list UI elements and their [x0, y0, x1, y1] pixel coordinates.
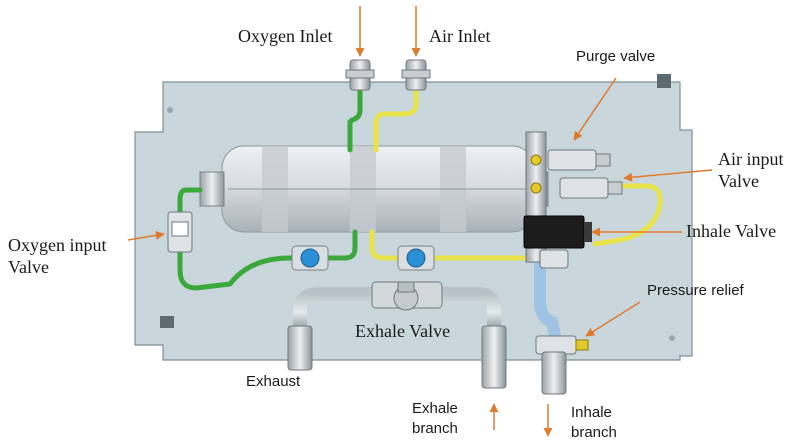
oxygen-inlet-fitting — [345, 59, 375, 91]
oxygen-line — [177, 85, 363, 291]
label-air-input-valve-line1: Air input — [718, 149, 784, 169]
label-inhale-valve: Inhale Valve — [686, 221, 777, 241]
exhaust-connector — [287, 325, 313, 371]
label-air-inlet: Air Inlet — [429, 26, 491, 46]
inhale-hose — [534, 256, 562, 346]
purge-valve-body — [547, 149, 611, 171]
label-exhale-branch-line2: branch — [412, 420, 458, 437]
arrow-pressure-relief — [585, 301, 641, 337]
check-fitting — [539, 249, 569, 269]
label-inhale-branch-line2: branch — [571, 424, 617, 441]
flow-sensor-oxygen — [291, 245, 329, 271]
label-exhale-valve: Exhale Valve — [355, 321, 451, 341]
panel-bracket-left — [160, 316, 174, 328]
label-exhaust: Exhaust — [246, 373, 301, 390]
exhale-valve-body — [371, 281, 443, 311]
label-air-input-valve-line2: Valve — [718, 171, 759, 191]
label-oxygen-input-valve-line2: Valve — [8, 257, 49, 277]
panel-bracket-right — [657, 74, 671, 88]
flow-sensor-air — [397, 245, 435, 271]
inhale-valve-body — [523, 215, 592, 249]
label-oxygen-inlet: Oxygen Inlet — [238, 26, 333, 46]
exhale-hoses — [293, 287, 501, 337]
annotation-arrows — [127, 6, 713, 437]
gas-reservoir-tank — [199, 145, 549, 233]
label-oxygen-input-valve-line1: Oxygen input — [8, 235, 107, 255]
oxygen-input-valve — [167, 211, 193, 253]
label-pressure-relief: Pressure relief — [647, 282, 744, 299]
arrow-purge-valve — [573, 77, 617, 141]
label-exhale-branch-line1: Exhale — [412, 400, 458, 417]
panel-hole — [167, 107, 173, 113]
panel-hole — [669, 335, 675, 341]
exhale-branch-connector — [481, 325, 507, 389]
arrow-air-input-valve — [623, 169, 713, 182]
inhale-branch-connector — [541, 351, 567, 395]
air-input-valve-body — [559, 177, 623, 199]
tank-left-fitting — [199, 171, 225, 207]
air-inlet-fitting — [401, 59, 431, 91]
arrow-oxygen-input-valve — [127, 230, 165, 241]
label-purge-valve: Purge valve — [576, 48, 656, 65]
label-inhale-branch-line1: Inhale — [571, 404, 612, 421]
